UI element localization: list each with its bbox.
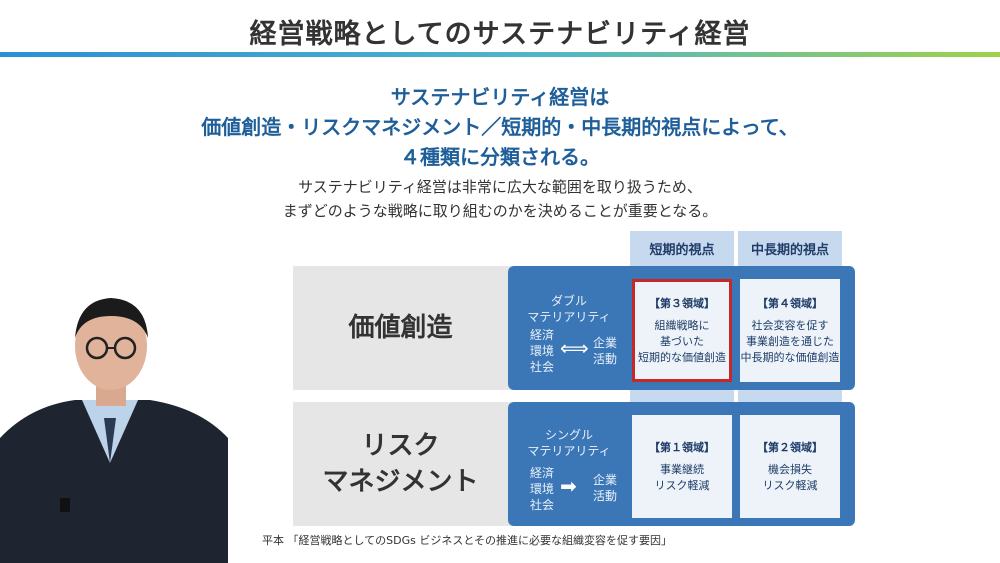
materiality-label: シングル マテリアリティ (508, 427, 630, 459)
headline-line: ４種類に分類される。 (400, 145, 600, 169)
row-label-value-creation: 価値創造 (293, 266, 508, 390)
materiality-text: ダブル (550, 294, 587, 308)
headline-line: 価値創造・リスクマネジメント／短期的・中長期的視点によって、 (201, 115, 799, 139)
cell-text: 社会変容を促す (751, 318, 829, 332)
cell-heading: 【第１領域】 (649, 440, 715, 454)
cell-heading: 【第４領域】 (757, 296, 823, 310)
cell-text: リスク軽減 (654, 478, 710, 492)
materiality-text: シングル (544, 428, 593, 442)
subtext-line: まずどのような戦略に取り組むのかを決めることが重要となる。 (282, 202, 718, 220)
stakeholder-text: 経済 (529, 466, 554, 480)
stakeholder-text: 経済 (529, 328, 554, 342)
cell-domain-1: 【第１領域】 事業継続 リスク軽減 (632, 415, 732, 518)
row-label-text: リスク (361, 431, 440, 461)
company-activity: 企業 活動 (585, 335, 625, 367)
source-citation: 平本 「経営戦略としてのSDGs ビジネスとその推進に必要な組織変容を促す要因」 (262, 534, 673, 547)
materiality-text: マテリアリティ (527, 310, 611, 324)
materiality-label: ダブル マテリアリティ (508, 293, 630, 325)
company-activity-text: 活動 (592, 489, 617, 503)
cell-domain-2: 【第２領域】 機会損失 リスク軽減 (740, 415, 840, 518)
title-underline (0, 52, 1000, 57)
slide-title: 経営戦略としてのサステナビリティ経営 (249, 19, 751, 50)
company-activity-text: 企業 (592, 473, 617, 487)
stakeholder-text: 環境 (529, 482, 554, 496)
materiality-text: マテリアリティ (527, 444, 611, 458)
stakeholder-text: 環境 (529, 344, 554, 358)
cell-text: リスク軽減 (762, 478, 818, 492)
cell-text: 事業継続 (660, 462, 704, 476)
subtext: サステナビリティ経営は非常に広大な範囲を取り扱うため、 まずどのような戦略に取り… (0, 175, 1000, 223)
cell-domain-4: 【第４領域】 社会変容を促す 事業創造を通じた 中長期的な価値創造 (740, 279, 840, 382)
double-arrow-icon: ⟺ (560, 336, 589, 360)
headline: サステナビリティ経営は 価値創造・リスクマネジメント／短期的・中長期的視点によっ… (0, 82, 1000, 172)
cell-text: 中長期的な価値創造 (740, 350, 840, 364)
subtext-line: サステナビリティ経営は非常に広大な範囲を取り扱うため、 (298, 178, 702, 196)
headline-line: サステナビリティ経営は (390, 85, 610, 109)
cell-text: 機会損失 (768, 462, 812, 476)
cell-domain-3: 【第３領域】 組織戦略に 基づいた 短期的な価値創造 (632, 279, 732, 382)
presenter-video (0, 288, 228, 563)
company-activity-text: 企業 (592, 336, 617, 350)
cell-text: 事業創造を通じた (746, 334, 834, 348)
cell-text: 短期的な価値創造 (638, 350, 726, 364)
right-arrow-icon: ➡ (560, 474, 577, 498)
column-header-long-term: 中長期的視点 (738, 231, 842, 265)
company-activity-text: 活動 (592, 352, 617, 366)
cell-heading: 【第２領域】 (757, 440, 823, 454)
stakeholder-text: 社会 (529, 498, 554, 512)
cell-text: 組織戦略に (654, 318, 710, 332)
row-label-text: マネジメント (322, 467, 479, 497)
row-label-text: 価値創造 (348, 313, 453, 343)
stakeholder-text: 社会 (529, 360, 554, 374)
column-header-short-term: 短期的視点 (630, 231, 734, 265)
stakeholder-list: 経済 環境 社会 (522, 465, 562, 513)
stakeholder-list: 経済 環境 社会 (522, 327, 562, 375)
cell-heading: 【第３領域】 (649, 296, 715, 310)
cell-text: 基づいた (660, 334, 704, 348)
company-activity: 企業 活動 (585, 472, 625, 504)
row-label-risk-management: リスク マネジメント (293, 402, 508, 526)
